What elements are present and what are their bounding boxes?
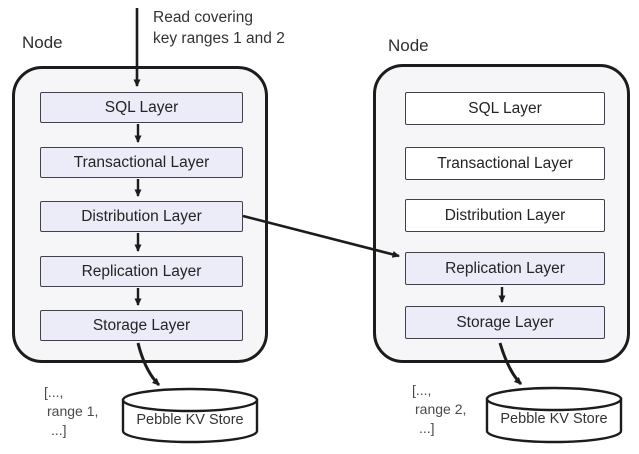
left-range-note-line2: range 1,: [47, 403, 99, 419]
left-layer-replication: Replication Layer: [40, 256, 243, 287]
right-range-note-line1: [...,: [412, 382, 432, 398]
left-layer-storage: Storage Layer: [40, 310, 243, 341]
left-range-note: [..., range 1, ...]: [44, 383, 98, 440]
left-layer-transactional: Transactional Layer: [40, 147, 243, 178]
left-range-note-line3: ...]: [51, 422, 67, 438]
left-range-note-line1: [...,: [44, 384, 64, 400]
left-kvstore-label: Pebble KV Store: [136, 412, 244, 428]
right-kvstore-label: Pebble KV Store: [500, 411, 608, 427]
right-range-note-line3: ...]: [419, 420, 435, 436]
read-annotation: Read covering key ranges 1 and 2: [153, 7, 285, 49]
left-node-label: Node: [22, 33, 63, 52]
left-node-container: SQL Layer Transactional Layer Distributi…: [12, 66, 268, 363]
right-layer-replication: Replication Layer: [405, 252, 605, 285]
right-layer-sql: SQL Layer: [405, 92, 605, 125]
right-layer-distribution: Distribution Layer: [405, 199, 605, 232]
right-layer-transactional: Transactional Layer: [405, 147, 605, 180]
right-range-note-line2: range 2,: [415, 401, 467, 417]
right-layer-storage: Storage Layer: [405, 306, 605, 339]
left-layer-sql: SQL Layer: [40, 92, 243, 123]
left-layer-distribution: Distribution Layer: [40, 201, 243, 232]
right-node-container: SQL Layer Transactional Layer Distributi…: [373, 64, 630, 363]
read-annotation-line2: key ranges 1 and 2: [153, 30, 285, 47]
right-node-label: Node: [388, 36, 429, 55]
read-annotation-line1: Read covering: [153, 9, 253, 26]
right-range-note: [..., range 2, ...]: [412, 381, 466, 438]
